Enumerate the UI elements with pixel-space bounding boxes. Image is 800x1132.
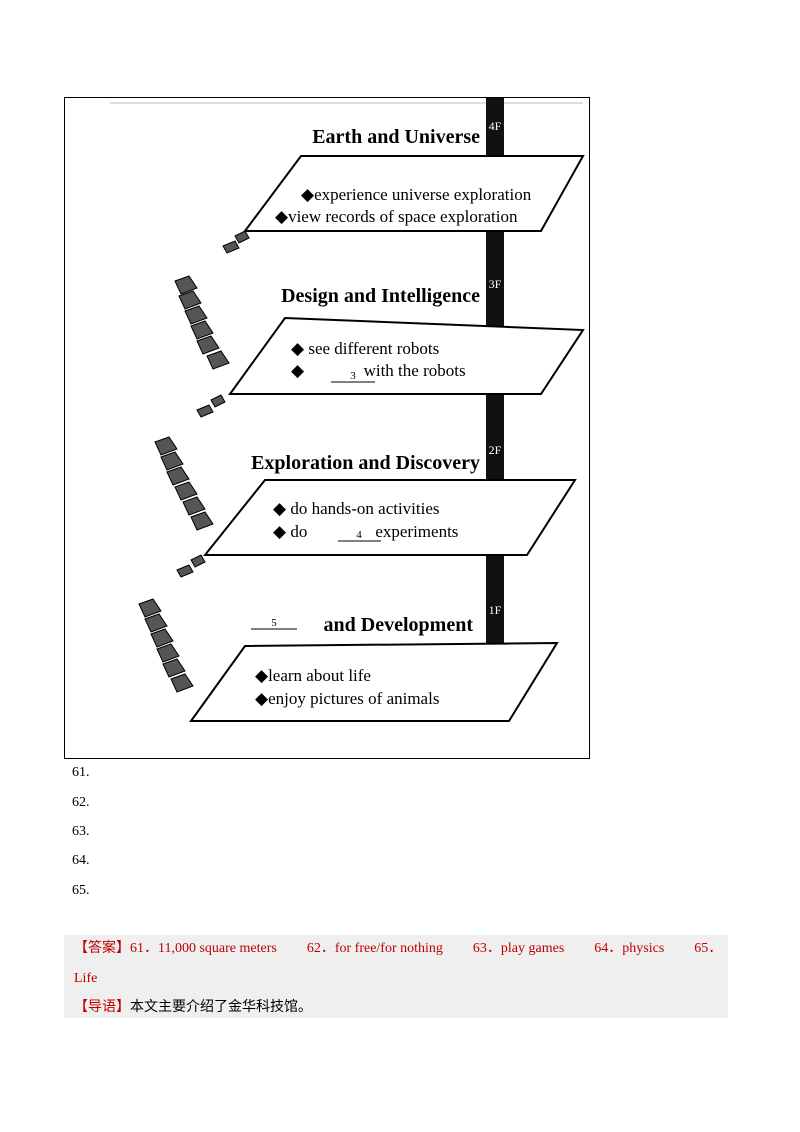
blank-4-number: 4: [356, 529, 362, 541]
floor-plate-3f: [228, 316, 585, 395]
floor-diagram-svg: 4F 3F 2F 1F: [110, 98, 585, 722]
answer-64: 64．physics: [594, 941, 665, 956]
floor-4f-item-1: ◆experience universe exploration: [301, 185, 532, 204]
staircase-4f-3f: [174, 230, 250, 370]
floor-title-1f: and Development: [324, 614, 474, 636]
floor-column-1f: [486, 555, 504, 668]
museum-floor-diagram: 4F 3F 2F 1F: [64, 97, 590, 759]
staircase-2f-1f: [138, 554, 206, 693]
blank-5-number: 5: [271, 617, 277, 629]
answer-section: 【答案】61．11,000 square meters 62．for free/f…: [64, 935, 728, 1018]
question-62: 62.: [72, 795, 90, 810]
answer-62: 62．for free/for nothing: [306, 941, 443, 956]
floor-2f-item-1: ◆ do hands-on activities: [273, 499, 440, 518]
floor-label-2f: 2F: [489, 443, 502, 457]
guide-line: 【导语】本文主要介绍了金华科技馆。: [74, 999, 312, 1017]
guide-label: 【导语】: [74, 1000, 130, 1015]
question-64: 64.: [72, 853, 90, 868]
answer-continuation: Life: [74, 971, 98, 986]
floor-title-3f: Design and Intelligence: [281, 285, 480, 307]
answer-61: 61．11,000 square meters: [130, 941, 277, 956]
floor-plate-2f: [202, 479, 577, 556]
floor-plate-4f: [243, 155, 585, 232]
floor-column-3f: [486, 230, 504, 342]
floor-plate-1f: [189, 641, 559, 722]
floor-1f-item-1: ◆learn about life: [255, 666, 371, 685]
answer-line: 【答案】61．11,000 square meters 62．for free/f…: [74, 940, 722, 958]
answer-63: 63．play games: [472, 941, 565, 956]
floor-2f-item-2: ◆ do experiments: [273, 522, 458, 541]
floor-3f-item-1: ◆ see different robots: [291, 339, 439, 358]
floor-label-1f: 1F: [489, 603, 502, 617]
floor-1f-item-2: ◆enjoy pictures of animals: [255, 689, 439, 708]
floor-4f-item-2: ◆view records of space exploration: [275, 207, 518, 226]
blank-3-number: 3: [350, 370, 356, 382]
floor-title-4f: Earth and Universe: [312, 126, 480, 148]
answer-label: 【答案】: [74, 941, 130, 956]
floor-3f-item-2: ◆ with the robots: [291, 361, 466, 380]
question-65: 65.: [72, 883, 90, 898]
floor-label-4f: 4F: [489, 119, 502, 133]
staircase-3f-2f: [154, 394, 226, 531]
question-61: 61.: [72, 765, 90, 780]
answer-65: 65．: [694, 941, 723, 956]
floor-title-2f: Exploration and Discovery: [251, 452, 480, 474]
floor-label-3f: 3F: [489, 277, 502, 291]
question-63: 63.: [72, 824, 90, 839]
guide-text: 本文主要介绍了金华科技馆。: [130, 1000, 312, 1015]
